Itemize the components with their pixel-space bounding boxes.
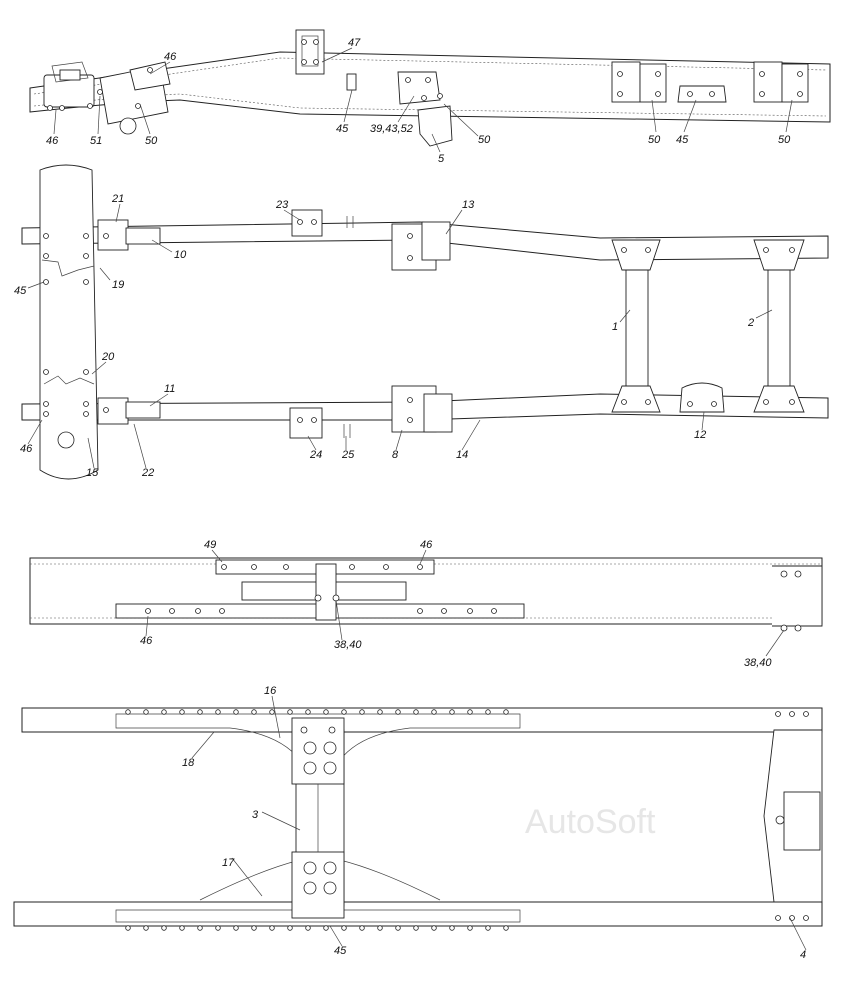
watermark: AutoSoft — [525, 803, 656, 841]
callout-label: 45 — [14, 285, 27, 297]
callout-label: 46 — [20, 443, 33, 455]
lower-rail-plan — [13, 901, 823, 927]
rear-bracket-45 — [677, 85, 727, 103]
callout-label: 39,43,52 — [370, 123, 413, 135]
callout-label: 50 — [145, 135, 158, 147]
callout-label: 1 — [612, 321, 618, 333]
bracket-25 — [343, 424, 351, 438]
callout-label: 46 — [164, 51, 177, 63]
bracket-21 — [97, 219, 129, 251]
callout-label: 4 — [800, 949, 806, 961]
callout-label: 16 — [264, 685, 277, 697]
callout-label: 45 — [336, 123, 349, 135]
bracket-24 — [289, 407, 323, 439]
callout-label: 45 — [334, 945, 347, 957]
callout-label: 8 — [392, 449, 399, 461]
bracket-12 — [679, 382, 725, 413]
rear-bracket-left — [611, 61, 641, 103]
callout-label: 20 — [101, 351, 115, 363]
callout-label: 24 — [309, 449, 322, 461]
bracket-39-43-52 — [397, 71, 441, 105]
callout-label: 50 — [648, 134, 661, 146]
view-crossmember-plan — [13, 707, 823, 931]
rear-bracket-right — [753, 61, 783, 103]
bracket-47 — [295, 29, 325, 75]
callout-label: 23 — [275, 199, 289, 211]
callout-label: 5 — [438, 153, 445, 165]
callout-label: 15 — [86, 467, 99, 479]
crossmember-2 — [767, 259, 791, 395]
callout-label: 19 — [112, 279, 124, 291]
bracket-22 — [97, 397, 129, 425]
callout-label: 2 — [747, 317, 754, 329]
callout-label: 49 — [204, 539, 216, 551]
callout-label: 3 — [252, 809, 259, 821]
callout-label: 25 — [341, 449, 355, 461]
bracket-23 — [291, 209, 323, 237]
callout-label: 47 — [348, 37, 361, 49]
callout-label: 50 — [478, 134, 491, 146]
callout-label: 38,40 — [744, 657, 772, 669]
rail-14 — [21, 393, 829, 421]
callout-label: 17 — [222, 857, 235, 869]
part-5 — [417, 105, 453, 147]
callout-label: 51 — [90, 135, 102, 147]
callout-label: 12 — [694, 429, 706, 441]
callout-label: 38,40 — [334, 639, 362, 651]
callout-label: 22 — [141, 467, 154, 479]
view-rail-section — [29, 557, 823, 632]
plate-45 — [346, 73, 357, 91]
upper-rail-plan — [21, 707, 823, 733]
callout-label: 10 — [174, 249, 187, 261]
gusset-17 — [115, 909, 521, 923]
bracket-11 — [125, 401, 161, 419]
callout-label: 46 — [46, 135, 59, 147]
bracket-10 — [125, 227, 161, 245]
callout-label: 14 — [456, 449, 468, 461]
callout-label: 13 — [462, 199, 475, 211]
callout-label: 11 — [164, 383, 175, 395]
callout-label: 21 — [111, 193, 124, 205]
crossmember-1 — [625, 259, 649, 395]
flange-16 — [291, 717, 345, 785]
view-side-rail — [29, 29, 831, 147]
callout-label: 46 — [140, 635, 153, 647]
front-bumper — [39, 164, 99, 480]
view-plan-frame — [21, 164, 829, 480]
view3-callouts: 49 46 46 38,40 38,40 — [140, 539, 772, 669]
callout-label: 46 — [420, 539, 433, 551]
view1-callouts: 46 47 45 39,43,52 50 5 50 45 50 46 51 50 — [46, 37, 791, 165]
callout-label: 18 — [182, 757, 195, 769]
callout-label: 45 — [676, 134, 689, 146]
callout-label: 50 — [778, 134, 791, 146]
view2-callouts: 21 23 13 10 19 45 1 2 20 11 12 46 15 22 … — [14, 193, 754, 479]
view4-callouts: 16 18 3 17 45 4 — [182, 685, 806, 961]
